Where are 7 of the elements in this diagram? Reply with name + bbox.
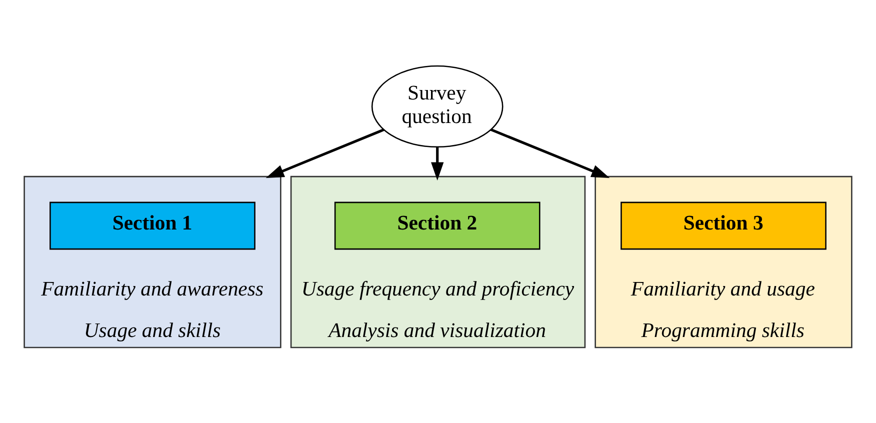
node-box: Section 1 [50, 201, 256, 250]
node-ellipse: Survey question [371, 64, 504, 148]
arrow [431, 146, 444, 180]
node-box: Section 2 [334, 201, 540, 250]
arrow [266, 128, 384, 178]
node-box: Section 3 [620, 201, 826, 250]
arrow [490, 128, 610, 178]
